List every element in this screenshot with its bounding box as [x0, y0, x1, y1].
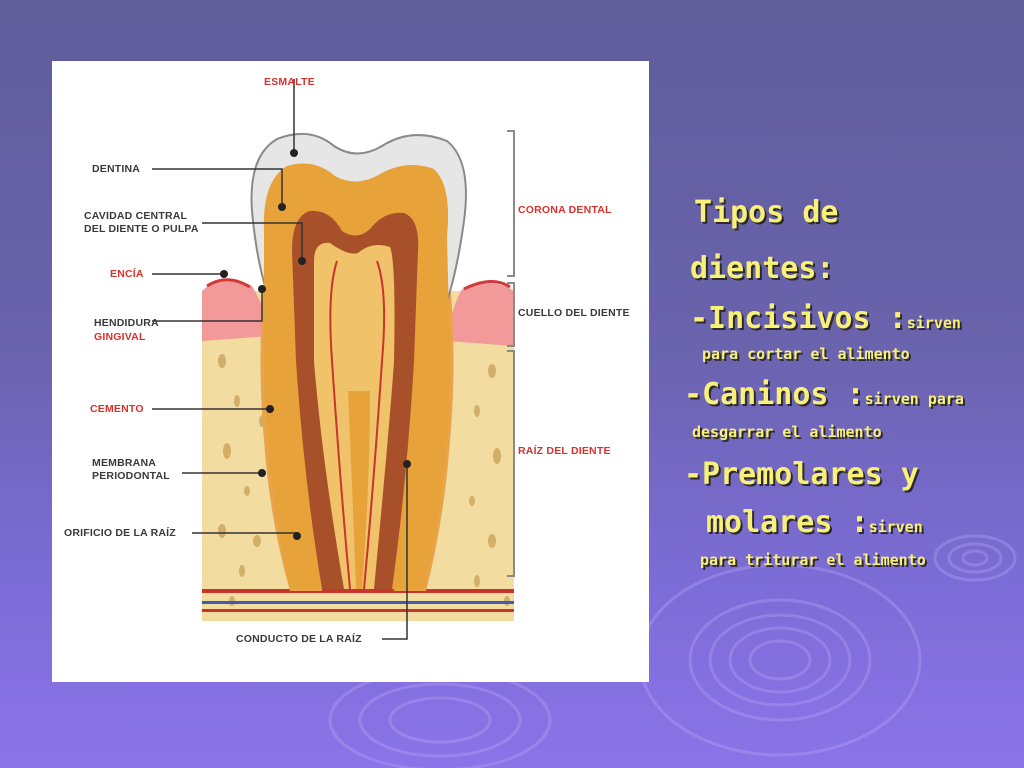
caninos-line: -Caninos :sirven para: [684, 377, 964, 412]
title-line-1: Tipos de: [694, 195, 839, 230]
label-conducto: CONDUCTO DE LA RAÍZ: [236, 633, 362, 645]
molares-line: molares :sirven: [706, 505, 923, 540]
label-hendidura-1: HENDIDURA: [94, 317, 159, 329]
label-cemento: CEMENTO: [90, 403, 144, 415]
molares-small: sirven: [868, 518, 923, 536]
label-esmalte: ESMALTE: [264, 76, 315, 88]
label-hendidura-2: GINGIVAL: [94, 331, 146, 343]
label-orificio: ORIFICIO DE LA RAÍZ: [64, 527, 176, 539]
label-cuello: CUELLO DEL DIENTE: [518, 307, 630, 319]
molares-desc: para triturar el alimento: [700, 551, 926, 569]
tooth-diagram: ESMALTE DENTINA CAVIDAD CENTRAL DEL DIEN…: [52, 61, 649, 682]
label-membrana-2: PERIODONTAL: [92, 470, 170, 482]
incisivos-desc: para cortar el alimento: [702, 345, 910, 363]
molares-label: molares :: [706, 505, 869, 540]
title-line-2: dientes:: [690, 251, 835, 286]
label-dentina: DENTINA: [92, 163, 141, 175]
incisivos-small: sirven: [906, 314, 961, 332]
caninos-small: sirven para: [864, 390, 964, 408]
label-corona: CORONA DENTAL: [518, 204, 612, 216]
incisivos-label: -Incisivos :: [690, 301, 907, 336]
label-encia: ENCÍA: [110, 268, 144, 280]
label-cavidad-2: DEL DIENTE O PULPA: [84, 223, 199, 235]
label-raiz: RAÍZ DEL DIENTE: [518, 445, 611, 457]
label-membrana-1: MEMBRANA: [92, 457, 157, 469]
tooth-illustration: [152, 79, 515, 640]
label-cavidad-1: CAVIDAD CENTRAL: [84, 210, 188, 222]
premolares-line: -Premolares y: [684, 457, 919, 492]
caninos-desc: desgarrar el alimento: [692, 423, 882, 441]
incisivos-line: -Incisivos :sirven: [690, 301, 961, 336]
caninos-label: -Caninos :: [684, 377, 865, 412]
